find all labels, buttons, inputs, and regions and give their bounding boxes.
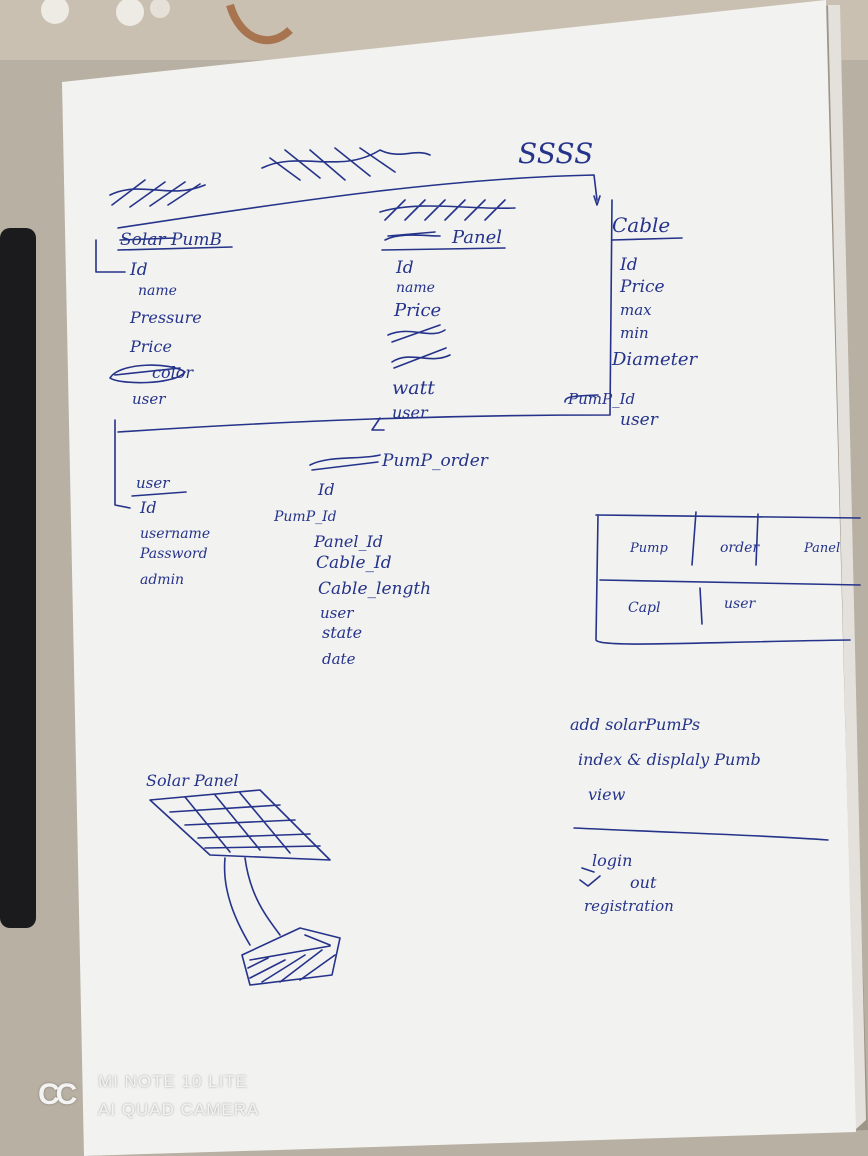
field-pump-order-cable-length: Cable_length [318,579,431,599]
field-solar-pump-id: Id [129,260,148,280]
entity-solar-pump-title: Solar PumB [120,230,222,250]
field-solar-pump-pressure: Pressure [129,308,202,327]
entity-user: user Id username Password admin [131,474,210,588]
field-user-admin: admin [140,572,184,588]
tablecloth-pattern [41,0,293,45]
relationship-lines [95,174,613,509]
field-user-password: Password [139,546,208,562]
field-panel-name: name [396,280,435,296]
camera-brand-logo: CC [38,1078,77,1111]
field-cable-user: user [620,410,659,430]
auth-registration: registration [584,897,674,915]
table-cell-cable: Capl [628,600,661,616]
entity-cable-title: Cable [612,213,670,237]
auth-list: login out registration [579,851,674,915]
field-pump-order-state: state [322,623,362,642]
field-solar-pump-price: Price [129,337,172,356]
entity-panel: Panel Id name Price watt user [379,199,516,422]
entity-pump-order: PumP_order Id PumP_Id Panel_Id Cable_Id … [273,451,489,668]
field-panel-watt: watt [392,377,435,399]
field-user-username: username [140,526,210,542]
auth-login: login [592,851,632,870]
camera-model-text: MI NOTE 10 LITE [98,1072,249,1091]
field-cable-min: min [620,324,649,342]
dark-object [0,228,36,928]
paper-sheet [62,0,856,1156]
field-pump-order-user: user [320,604,354,622]
page-view: view [588,785,626,804]
field-cable-max: max [620,301,652,319]
field-panel-id: Id [395,258,414,278]
auth-out: out [630,873,657,892]
field-pump-order-pump-id: PumP_Id [273,509,337,525]
field-solar-pump-color: color [152,363,194,382]
page-index-display-pump: index & displaly Pumb [578,750,761,769]
entity-pump-order-title: PumP_order [381,451,489,471]
entity-cable: Cable Id Price max min Diameter PumP_Id … [567,213,699,430]
solar-panel-drawing: Solar Panel [146,771,341,986]
field-pump-order-id: Id [317,480,335,499]
solar-panel-drawing-label: Solar Panel [146,771,238,790]
field-pump-order-panel-id: Panel_Id [313,532,383,551]
page-add-solar-pumps: add solarPumPs [570,715,700,734]
entity-solar-pump: Solar PumB Id name Pressure Price color … [109,230,233,408]
camera-type-text: AI QUAD CAMERA [98,1100,260,1119]
field-cable-price: Price [619,277,665,297]
field-cable-id: Id [619,255,638,275]
field-pump-order-cable-id: Cable_Id [316,553,392,573]
entity-user-title: user [136,474,170,492]
entity-panel-title: Panel [451,227,502,248]
field-user-id: Id [139,498,157,517]
pages-list: add solarPumPs index & displaly Pumb vie… [570,715,829,841]
table-cell-user: user [724,596,756,612]
field-cable-diameter: Diameter [611,349,699,370]
table-cell-panel: Panel [803,541,840,556]
field-panel-price: Price [393,300,441,321]
field-panel-user: user [392,403,429,422]
scribble-ssss: SSSS [518,137,593,170]
field-solar-pump-name: name [138,283,177,299]
field-cable-pump-id: PumP_Id [567,390,635,408]
table-cell-pump: Pump [629,541,668,556]
table-sketch: Pump order Panel Capl user [595,511,861,645]
table-cell-order: order [720,540,760,556]
scribble-crossed-top [109,147,431,208]
field-pump-order-date: date [322,650,356,668]
field-solar-pump-user: user [132,390,166,408]
